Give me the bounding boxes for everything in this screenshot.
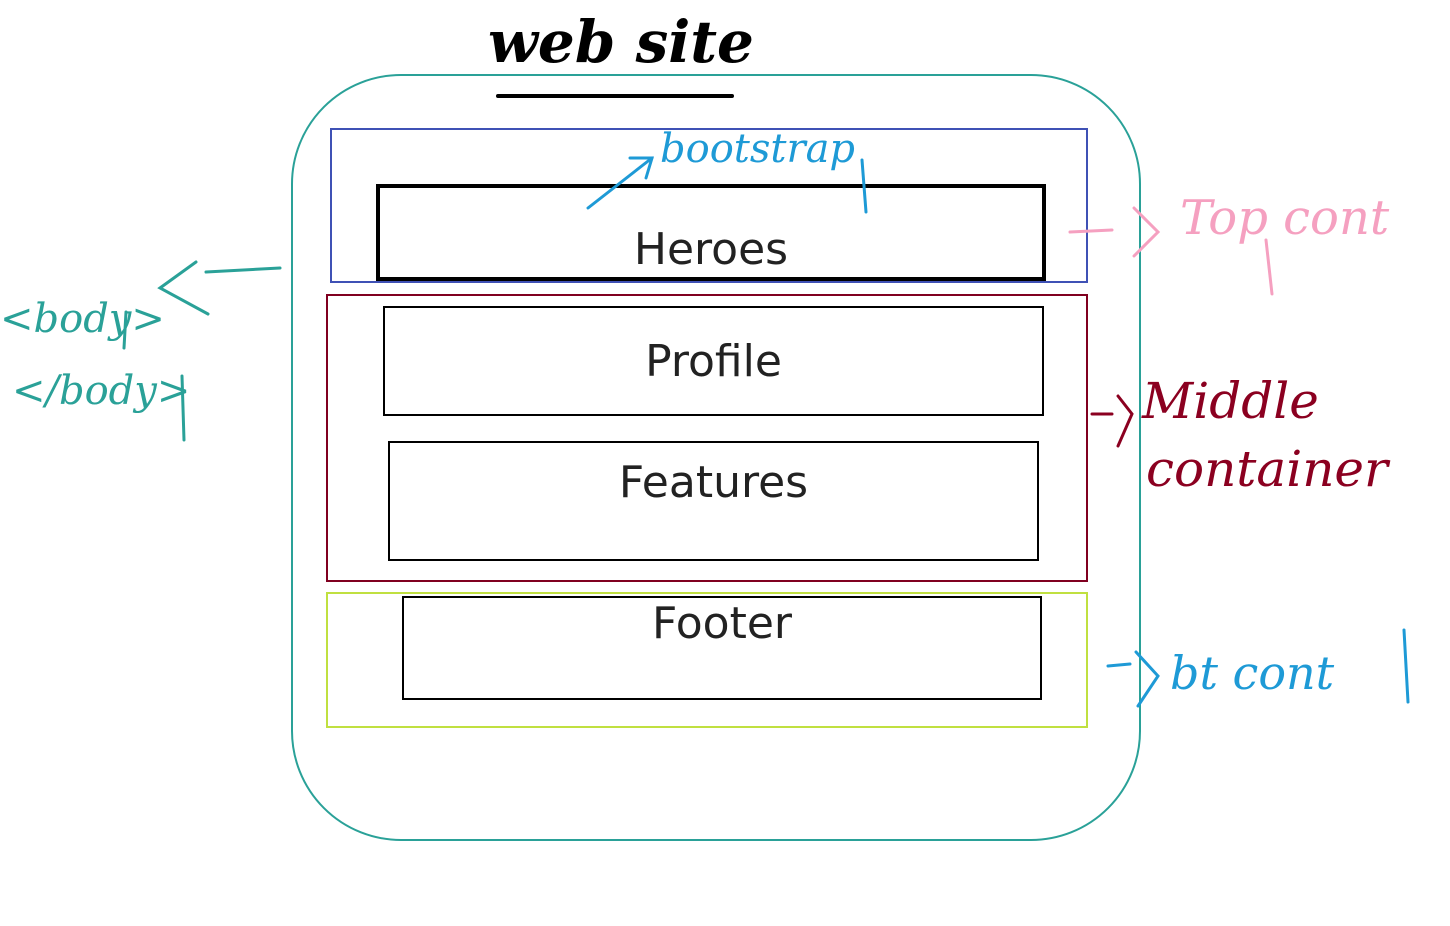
bottom-container <box>326 592 1088 728</box>
heroes-section: Heroes <box>376 184 1046 281</box>
footer-section: Footer <box>402 596 1042 700</box>
body-close-note: </body> <box>12 368 191 414</box>
features-label: Features <box>618 457 809 508</box>
profile-label: Profile <box>645 336 782 387</box>
title-underline <box>496 94 734 98</box>
bootstrap-note: bootstrap <box>660 126 856 172</box>
top-container <box>330 128 1088 283</box>
top-cont-note: Top cont <box>1180 190 1390 246</box>
footer-label: Footer <box>652 598 792 649</box>
top-cont-tail-icon <box>1264 238 1274 296</box>
diagram-title: web site <box>488 8 754 76</box>
body-arrow-icon <box>157 260 282 316</box>
container-note: container <box>1146 440 1388 498</box>
bt-cont-tail-icon <box>1402 628 1410 704</box>
features-section: Features <box>388 441 1039 561</box>
body-outline <box>291 74 1141 841</box>
heroes-label: Heroes <box>633 224 789 275</box>
middle-container <box>326 294 1088 582</box>
bt-cont-note: bt cont <box>1170 646 1335 700</box>
body-open-note: <body> <box>0 296 165 342</box>
profile-section: Profile <box>383 306 1044 416</box>
middle-note: Middle <box>1142 372 1319 430</box>
